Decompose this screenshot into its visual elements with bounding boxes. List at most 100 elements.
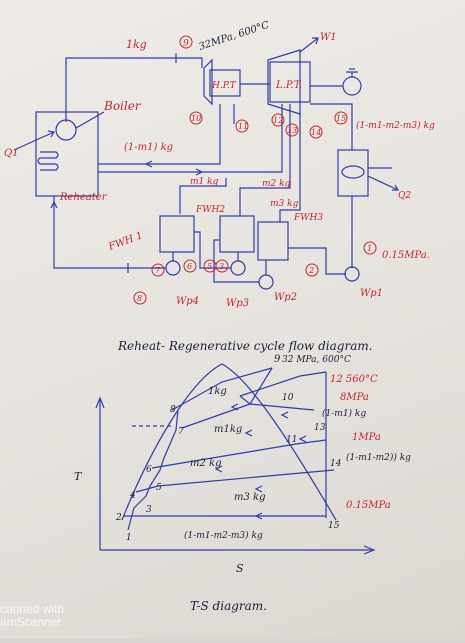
reheat-arrow-2 (195, 168, 204, 176)
ts-m1kg: m1kg (214, 424, 242, 435)
wp4-label: Wp4 (176, 296, 199, 307)
state-11-circle (235, 119, 249, 133)
hp-turbine (203, 58, 213, 106)
s-axis-label: S (236, 562, 244, 575)
condenser-q2-label: Q2 (398, 191, 411, 201)
boiler-feed-arrow (50, 200, 58, 209)
reheater-label: Reheater (59, 192, 108, 203)
boiler-leader (75, 111, 105, 129)
reheat-in-line (98, 104, 283, 173)
condenser-coil (341, 165, 365, 179)
work-arrow (299, 37, 319, 53)
generator-ground (346, 68, 358, 77)
isobar-32mpa (171, 367, 273, 411)
state-11-label: 11 (238, 122, 248, 131)
flow-arrow-m2 (214, 465, 223, 473)
ts-m2kg: m2 kg (190, 458, 221, 469)
s-axis-arrow (363, 545, 376, 555)
feed-line-3 (194, 231, 231, 269)
reheat-out-line (98, 104, 221, 165)
bleed-1-label: (1-m1) kg (124, 142, 173, 153)
feed-line-1 (288, 247, 346, 275)
top-mass-label: 1kg (126, 38, 147, 51)
work-arrowhead (312, 37, 319, 45)
ts-n11: 11 (286, 435, 297, 445)
state-10-circle (189, 111, 203, 125)
t-axis-label: T (74, 470, 83, 483)
ts-top-pressure: 32 MPa, 600°C (282, 355, 351, 365)
fwh-2-box (219, 215, 255, 253)
state-7-label: 7 (155, 266, 161, 275)
ts-1m1: (1-m1) kg (322, 408, 366, 419)
liquid-line (127, 409, 179, 531)
boiler-label: Boiler (103, 99, 142, 113)
ts-1m1m2: (1-m1-m2)) kg (346, 452, 411, 463)
ts-top-state: 9 (274, 354, 281, 365)
wp1-label: Wp1 (360, 288, 383, 299)
ts-n7: 7 (178, 427, 184, 437)
m1kg-label: m1 kg (190, 177, 219, 187)
state-12-circle (271, 113, 285, 127)
exhaust-flow-label: (1-m1-m2-m3) kg (356, 120, 435, 131)
flow-diagram-title: Reheat- Regenerative cycle flow diagram. (117, 339, 373, 353)
reheat-line-10-12 (239, 371, 327, 397)
state-15-label: 15 (336, 114, 346, 123)
bleed-line-14 (279, 112, 301, 222)
reheater-coil (37, 151, 59, 171)
ts-n14: 14 (330, 459, 342, 469)
fwh-3-box (257, 221, 289, 261)
boiler-drum (55, 119, 77, 141)
flow-arrow-1m1m2 (298, 435, 307, 443)
ts-n15: 15 (328, 521, 340, 531)
ts-n3: 3 (146, 505, 152, 515)
bleed-line-12 (239, 104, 291, 216)
wp2-label: Wp2 (274, 292, 297, 303)
hp-turbine-body (209, 69, 241, 97)
generator-icon (342, 76, 362, 96)
flow-arrow-1kg (230, 403, 239, 411)
work-label: W1 (320, 32, 337, 43)
boiler-feed-line (53, 196, 166, 269)
boiler-box (35, 111, 99, 197)
ts-n1: 1 (126, 533, 132, 543)
state-3-label: 3 (219, 262, 224, 271)
ts-m3kg: m3 kg (234, 492, 265, 503)
ts-n5: 5 (156, 483, 162, 493)
ts-1kg: 1kg (208, 386, 227, 397)
flow-arrow-1m1 (280, 411, 289, 419)
state-12-label: 12 (273, 116, 283, 125)
ts-bottom-flow: (1-m1-m2-m3) kg (184, 530, 263, 541)
state-1-circle (363, 241, 377, 255)
state-13-label: 13 (287, 126, 297, 135)
state-2-circle (305, 263, 319, 277)
exhaust-line (310, 103, 353, 150)
watermark-line-1: canned with (0, 602, 65, 616)
reheat-arrow-1 (144, 160, 153, 168)
ts-n10: 10 (282, 393, 294, 403)
state-10-label: 10 (191, 114, 201, 123)
m2kg-label: m2 kg (262, 179, 291, 189)
t-axis-arrow (95, 396, 105, 409)
bleed-line-m1 (179, 178, 227, 214)
heat-in-arrow (13, 131, 55, 151)
state-8-label: 8 (137, 294, 142, 303)
ts-n13: 13 (314, 423, 326, 433)
main-steam-line (65, 57, 203, 118)
condenser-q2-arrow (367, 175, 399, 191)
ts-reheat-label: 12 560°C (330, 374, 378, 385)
state-5-circle (203, 259, 217, 273)
hpt-label: H.P.T (211, 81, 237, 91)
state-8-circle (133, 291, 147, 305)
state-1-label: 1 (367, 244, 372, 253)
heat-in-arrowhead (47, 130, 55, 138)
ts-8mpa: 8MPa (340, 392, 369, 403)
pump-1-icon (344, 266, 360, 282)
ts-diagram (95, 363, 376, 555)
ts-n4: 4 (129, 491, 136, 501)
condenser-box (337, 149, 369, 197)
m3kg-label: m3 kg (270, 199, 299, 209)
flow-arrow-bottom (254, 512, 263, 520)
state-7-circle (151, 263, 165, 277)
